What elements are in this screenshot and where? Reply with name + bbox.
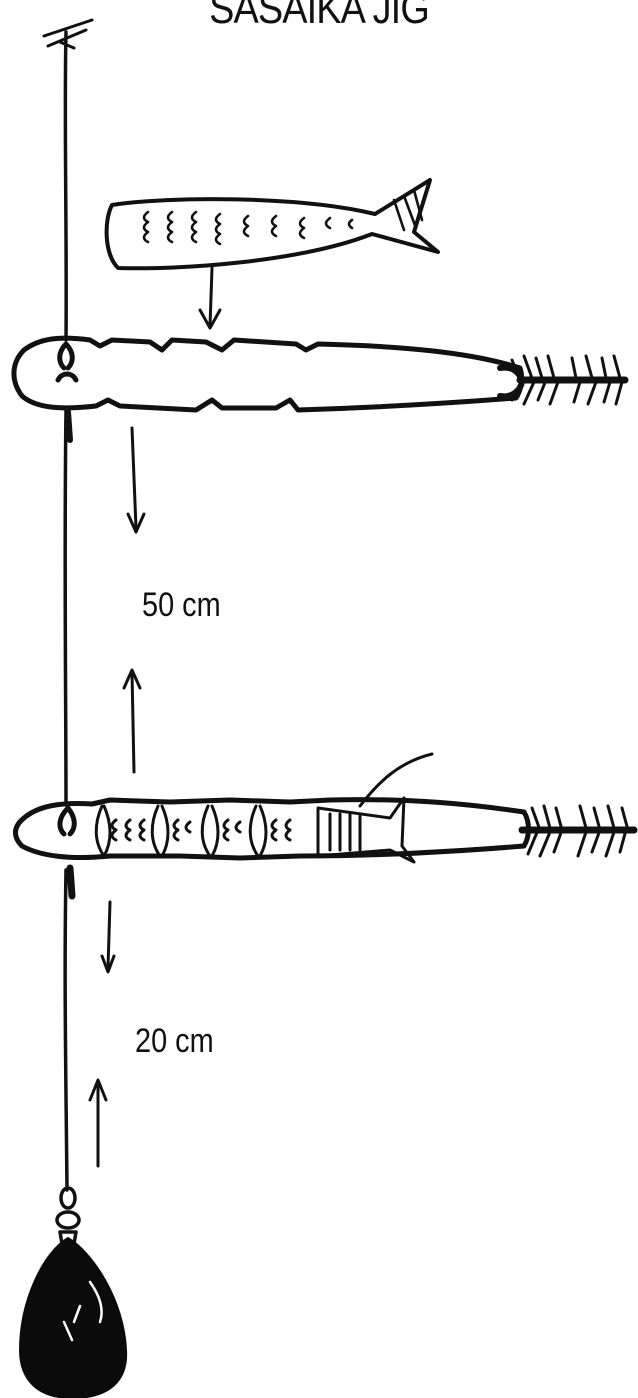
diagram-title: SASAIKA JIG <box>45 0 594 34</box>
arrow-20cm-up <box>90 1080 106 1166</box>
label-20cm: 20 cm <box>135 1022 214 1061</box>
squid-jig-icon-lower <box>15 754 634 896</box>
main-line <box>65 32 67 1190</box>
arrow-50cm-down <box>128 428 144 532</box>
tied-knot-upper <box>58 344 76 380</box>
swivel-icon <box>57 1188 79 1244</box>
jig-hooks-lower <box>522 806 634 856</box>
arrow-50cm-up <box>124 670 140 772</box>
sinker-icon <box>20 1238 126 1398</box>
lower-jig-bait-bands <box>96 754 432 862</box>
tied-knot-lower <box>60 808 74 834</box>
arrow-20cm-down <box>102 902 114 972</box>
arrow-bait-to-jig <box>200 268 220 328</box>
squid-jig-icon-upper <box>14 338 625 440</box>
fish-bait-icon <box>107 180 438 268</box>
label-50cm: 50 cm <box>142 586 221 625</box>
line-wrap-lower <box>70 868 72 896</box>
line-wrap-upper <box>68 412 70 440</box>
jig-hooks-upper <box>512 356 625 404</box>
